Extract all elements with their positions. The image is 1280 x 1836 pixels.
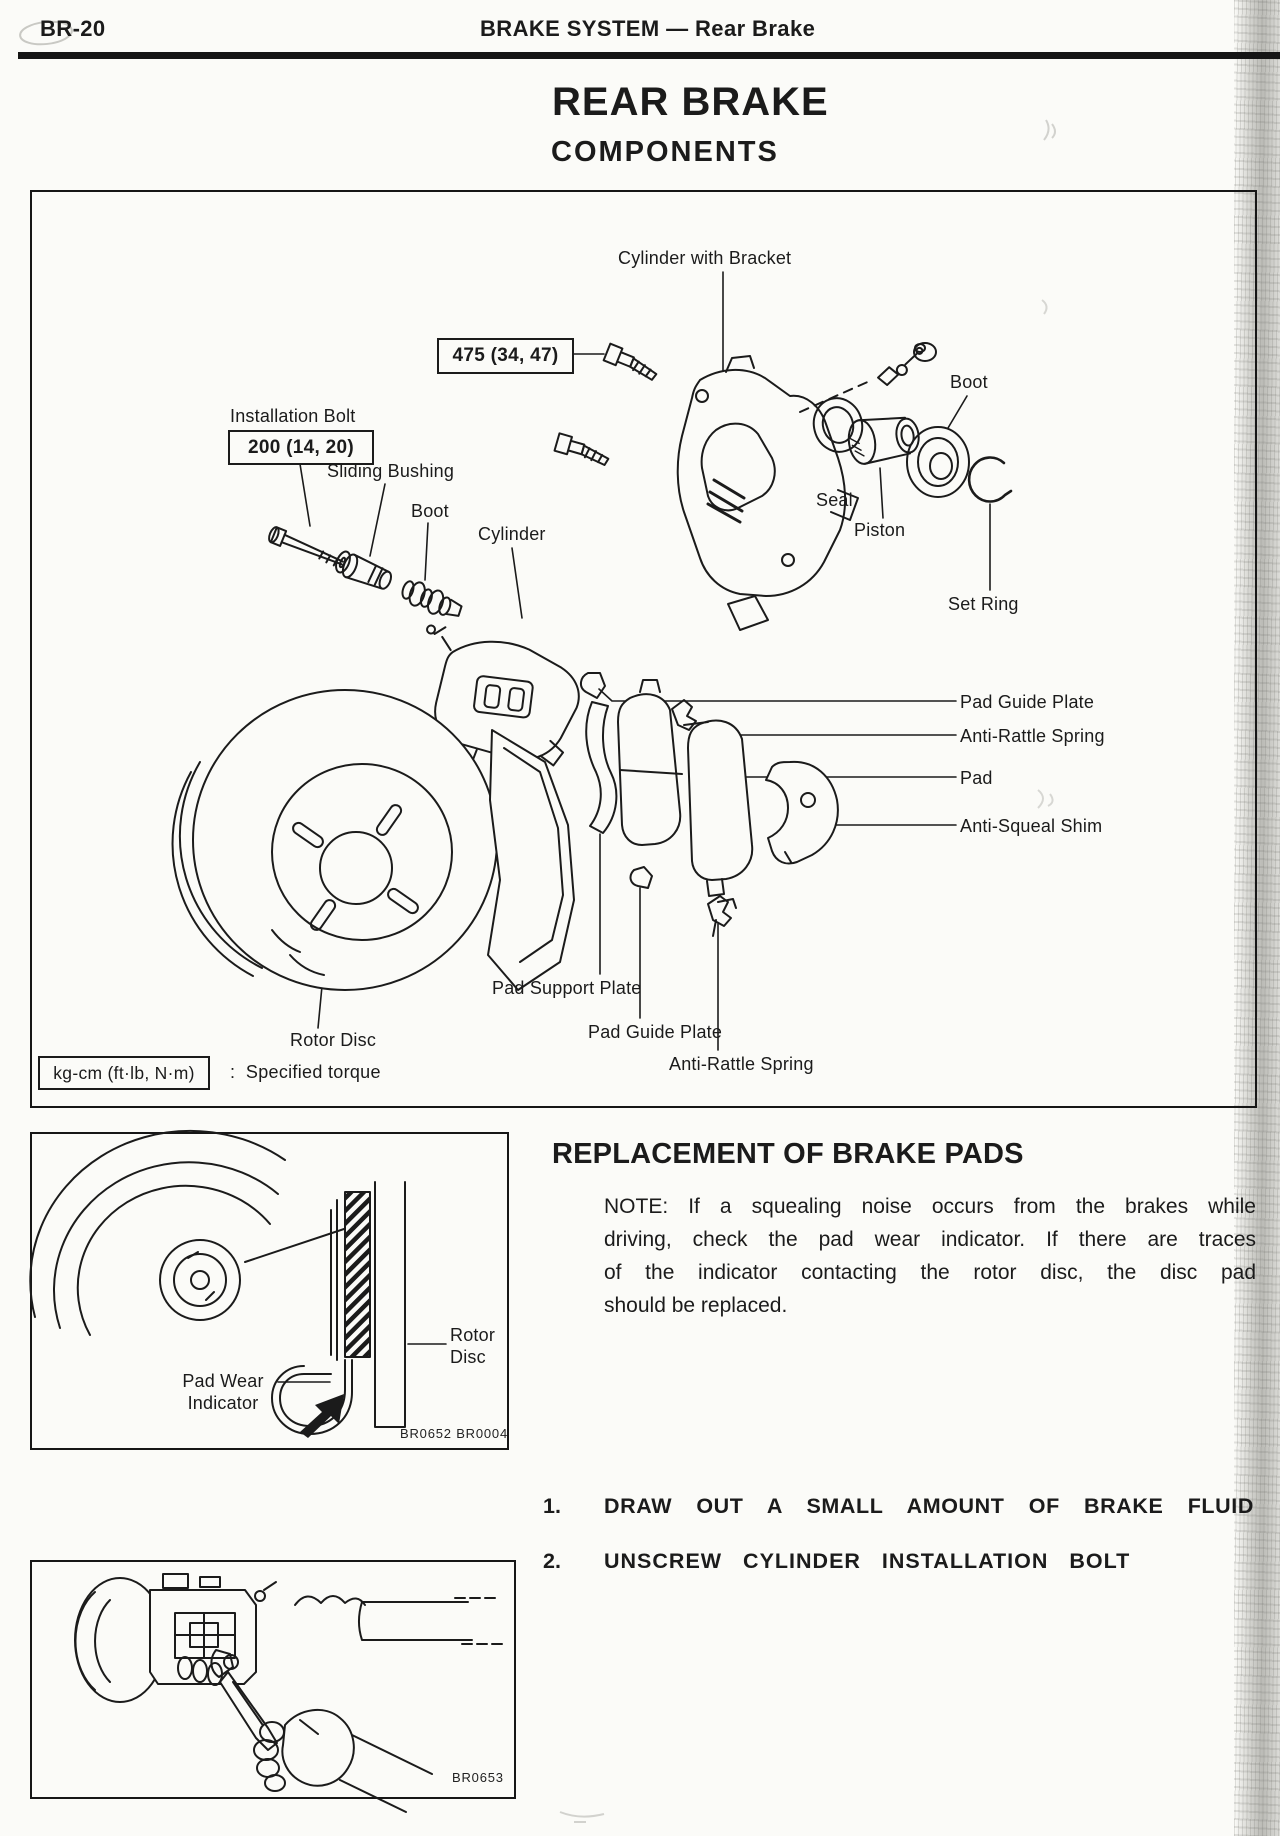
label-sliding-bushing: Sliding Bushing xyxy=(327,461,455,481)
label-pad-wear-indicator-line2: Indicator xyxy=(187,1393,259,1413)
torque-unit-box: kg-cm (ft·lb, N·m) xyxy=(38,1056,210,1090)
header-rule xyxy=(18,52,1280,59)
label-pad: Pad xyxy=(960,768,993,788)
removal-figure-frame xyxy=(30,1560,516,1799)
label-anti-rattle-spring-bottom: Anti-Rattle Spring xyxy=(669,1054,814,1074)
label-installation-bolt: Installation Bolt xyxy=(230,406,356,426)
label-cylinder-with-bracket: Cylinder with Bracket xyxy=(618,248,792,268)
label-rotor-disc-section-line1: Rotor xyxy=(450,1325,496,1345)
torque-legend-description: : Specified torque xyxy=(230,1062,381,1082)
torque-spec-upper: 475 (34, 47) xyxy=(437,338,574,374)
note-line-3: of the indicator contacting the rotor di… xyxy=(604,1261,1256,1284)
label-boot-right: Boot xyxy=(950,372,988,392)
torque-spec-lower: 200 (14, 20) xyxy=(228,430,374,465)
note-line-2: driving, check the pad wear indicator. I… xyxy=(604,1228,1256,1251)
note-line-1: NOTE: If a squealing noise occurs from t… xyxy=(604,1195,1256,1218)
label-rotor-disc-section-line2: Disc xyxy=(450,1347,486,1367)
header-title: BRAKE SYSTEM — Rear Brake xyxy=(480,16,816,41)
label-pad-support-plate: Pad Support Plate xyxy=(492,978,642,998)
label-anti-squeal-shim: Anti-Squeal Shim xyxy=(960,816,1103,836)
label-set-ring: Set Ring xyxy=(948,594,1019,614)
page-subtitle: COMPONENTS xyxy=(551,136,779,168)
step-1-number: 1. xyxy=(543,1494,561,1518)
note-line-4: should be replaced. xyxy=(604,1294,788,1317)
label-anti-rattle-spring-top: Anti-Rattle Spring xyxy=(960,726,1105,746)
label-cylinder: Cylinder xyxy=(478,524,546,544)
components-figure-frame xyxy=(30,190,1257,1108)
label-pad-guide-plate-bottom: Pad Guide Plate xyxy=(588,1022,723,1042)
page-title: REAR BRAKE xyxy=(552,80,829,124)
step-1-text: DRAW OUT A SMALL AMOUNT OF BRAKE FLUID xyxy=(604,1494,1254,1518)
figure-code-removal: BR0653 xyxy=(452,1770,504,1785)
page-number: BR-20 xyxy=(40,16,106,41)
binding-gutter-shadow xyxy=(1234,0,1280,1836)
label-pad-wear-indicator-line1: Pad Wear xyxy=(182,1371,264,1391)
label-piston: Piston xyxy=(854,520,906,540)
figure-code-pad-wear: BR0652 BR0004 xyxy=(400,1426,508,1441)
step-2-number: 2. xyxy=(543,1549,561,1573)
label-rotor-disc: Rotor Disc xyxy=(290,1030,377,1050)
label-seal: Seal xyxy=(816,490,853,510)
label-rotor-disc-section: Rotor Disc xyxy=(450,1324,510,1368)
label-boot-left: Boot xyxy=(411,501,449,521)
step-2-text: UNSCREW CYLINDER INSTALLATION BOLT xyxy=(604,1549,1131,1573)
label-pad-wear-indicator: Pad Wear Indicator xyxy=(168,1370,278,1414)
label-pad-guide-plate-top: Pad Guide Plate xyxy=(960,692,1095,712)
note-paragraph: NOTE: If a squealing noise occurs from t… xyxy=(604,1190,1256,1322)
section-heading: REPLACEMENT OF BRAKE PADS xyxy=(552,1138,1024,1170)
